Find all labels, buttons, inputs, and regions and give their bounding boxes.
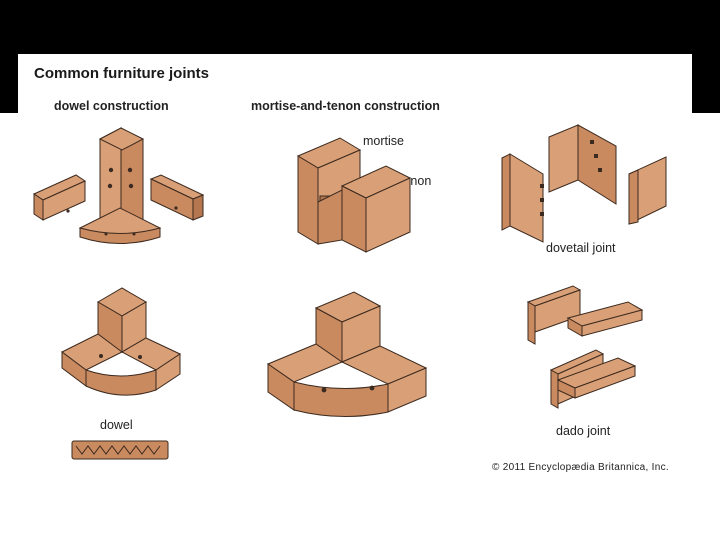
assembled-dowel-illustration	[61, 287, 182, 396]
dovetail-joint-illustration	[501, 124, 667, 243]
joints-illustration	[32, 124, 667, 460]
dowel-pin-illustration	[71, 440, 169, 460]
label-dowel-construction: dowel construction	[54, 99, 169, 113]
label-dovetail-joint: dovetail joint	[546, 241, 616, 255]
figure-panel: Common furniture joints dowel constructi…	[18, 54, 692, 486]
copyright-notice: © 2011 Encyclopædia Britannica, Inc.	[492, 462, 669, 473]
mortise-tenon-illustration	[296, 137, 412, 253]
exploded-dowel-illustration	[32, 127, 205, 244]
assembled-mortise-tenon-illustration	[266, 291, 428, 417]
dado-joint-illustration	[526, 285, 644, 409]
label-dowel: dowel	[100, 418, 133, 432]
figure-title: Common furniture joints	[34, 65, 209, 82]
label-dado-joint: dado joint	[556, 424, 611, 438]
label-mortise: mortise	[363, 134, 404, 148]
label-mortise-tenon-construction: mortise-and-tenon construction	[251, 99, 440, 113]
